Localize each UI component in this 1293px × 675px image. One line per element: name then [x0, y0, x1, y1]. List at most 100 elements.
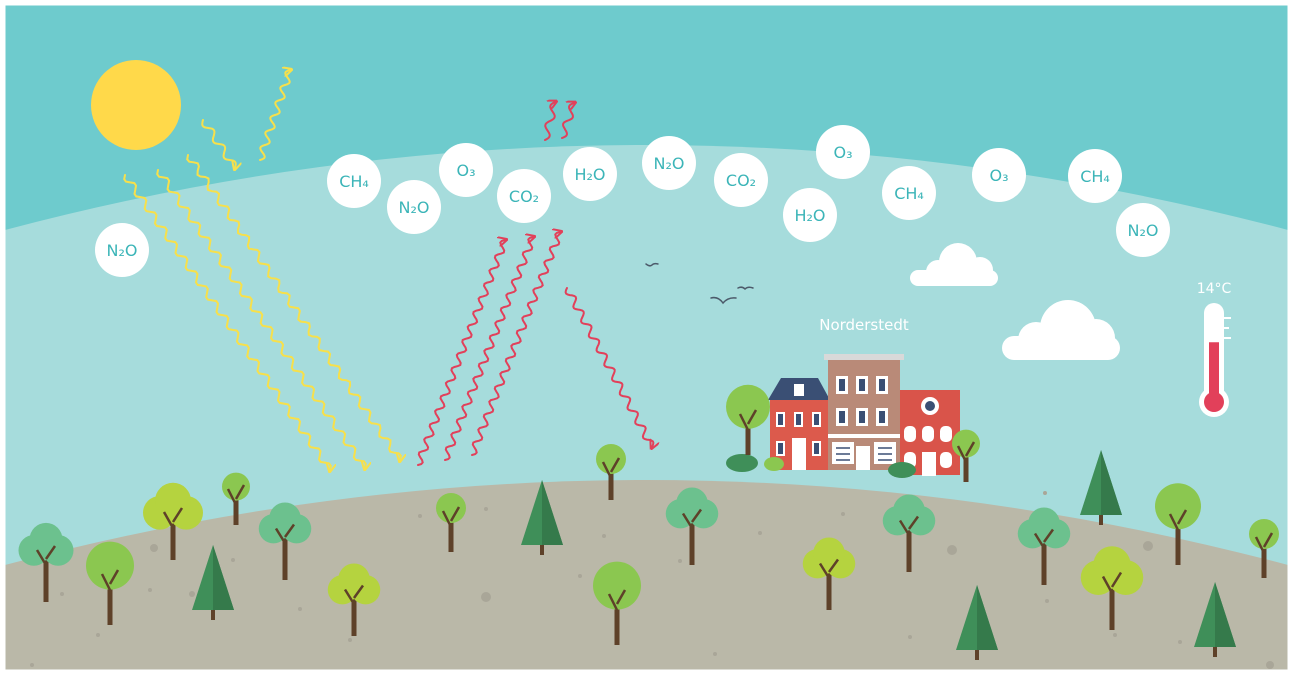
tree-icon — [192, 545, 234, 620]
molecule: CO₂ — [497, 169, 551, 223]
molecule: N₂O — [1116, 203, 1170, 257]
pebble — [1266, 661, 1274, 669]
pebble — [60, 592, 64, 596]
tree-icon — [436, 493, 466, 552]
pebble — [348, 638, 352, 642]
pebble — [298, 607, 302, 611]
pebble — [602, 534, 606, 538]
molecule-formula: CO₂ — [509, 187, 539, 206]
tree-icon — [1194, 582, 1236, 657]
molecule-formula: H₂O — [574, 165, 605, 184]
sun-ray — [156, 169, 366, 468]
tree-icon — [956, 585, 998, 660]
tree-icon — [521, 480, 563, 555]
pebble — [189, 591, 195, 597]
molecule: N₂O — [642, 136, 696, 190]
thermometer-icon — [1199, 303, 1231, 417]
sun-ray — [123, 174, 331, 470]
heat-rays — [417, 102, 654, 466]
pebble — [148, 588, 152, 592]
ground-pebbles — [30, 491, 1274, 669]
tree-icon — [327, 563, 381, 636]
sun-ray — [259, 70, 290, 161]
molecule: CH₄ — [1068, 149, 1122, 203]
sun-icon — [91, 60, 181, 150]
molecule-formula: CH₄ — [1080, 167, 1110, 186]
tree-icon — [258, 502, 312, 580]
pebble — [231, 558, 235, 562]
tree-icon — [86, 541, 134, 625]
pebble — [758, 531, 762, 535]
sun-ray — [201, 119, 236, 168]
molecule: O₃ — [439, 143, 493, 197]
molecule: H₂O — [563, 147, 617, 201]
tree-icon — [882, 494, 936, 572]
molecule-formula: O₃ — [989, 166, 1008, 185]
house-icon — [768, 378, 830, 470]
heat-ray — [561, 103, 574, 139]
pebble — [1045, 599, 1049, 603]
location-label: Norderstedt — [819, 316, 909, 334]
molecule: CO₂ — [714, 153, 768, 207]
molecule-formula: CH₄ — [894, 184, 924, 203]
tree-icon — [593, 561, 641, 645]
bird-icon — [737, 286, 754, 291]
pebble — [1113, 633, 1117, 637]
temperature-label: 14°C — [1197, 281, 1232, 297]
tree-icon — [143, 482, 203, 560]
diagram-frame — [4, 4, 1289, 671]
cloud-icon — [1002, 300, 1120, 360]
molecule: H₂O — [783, 188, 837, 242]
tree-icon — [1155, 483, 1201, 565]
house-icon — [824, 354, 904, 470]
molecule-formula: N₂O — [399, 198, 430, 217]
pebble — [418, 514, 422, 518]
heat-ray — [417, 240, 505, 466]
tree-icon — [222, 472, 250, 525]
pebble — [947, 545, 957, 555]
pebble — [678, 559, 682, 563]
molecule-formula: O₃ — [456, 161, 475, 180]
bush — [726, 454, 916, 478]
bird-icon — [710, 296, 737, 305]
trees — [18, 384, 1279, 660]
molecule: CH₄ — [327, 154, 381, 208]
heat-ray — [471, 232, 560, 456]
heat-ray — [544, 102, 555, 141]
bird-icon — [645, 262, 659, 267]
tree-icon — [952, 429, 980, 482]
molecule: CH₄ — [882, 166, 936, 220]
molecule: N₂O — [95, 223, 149, 277]
pebble — [1143, 541, 1153, 551]
pebble — [481, 592, 491, 602]
pebble — [578, 574, 582, 578]
tree-icon — [1249, 519, 1279, 578]
molecule-formula: CO₂ — [726, 171, 756, 190]
molecule-formula: H₂O — [794, 206, 825, 225]
tree-icon — [802, 537, 856, 610]
tree-icon — [18, 522, 74, 602]
molecule: O₃ — [972, 148, 1026, 202]
pebble — [96, 633, 100, 637]
pebble — [150, 544, 158, 552]
pebble — [1043, 491, 1047, 495]
molecule: O₃ — [816, 125, 870, 179]
tree-icon — [665, 487, 719, 565]
molecule-formula: N₂O — [654, 154, 685, 173]
molecule-formula: O₃ — [833, 143, 852, 162]
molecule: N₂O — [387, 180, 441, 234]
pebble — [908, 635, 912, 639]
cloud-icon — [910, 243, 998, 286]
pebble — [30, 663, 34, 667]
sun-ray — [186, 154, 401, 460]
tree-icon — [1017, 507, 1071, 585]
pebble — [841, 512, 845, 516]
greenhouse-gas-molecules: N₂O CH₄ N₂O O₃ CO₂ H₂O N₂O CO₂ H₂O O₃ CH₄ O₃ CH₄ N₂O — [95, 125, 1170, 277]
tree-icon — [1080, 450, 1122, 525]
tree-icon — [596, 444, 626, 500]
pebble — [713, 652, 717, 656]
heat-ray — [564, 287, 654, 447]
tree-icon — [726, 384, 770, 455]
pebble — [484, 507, 488, 511]
